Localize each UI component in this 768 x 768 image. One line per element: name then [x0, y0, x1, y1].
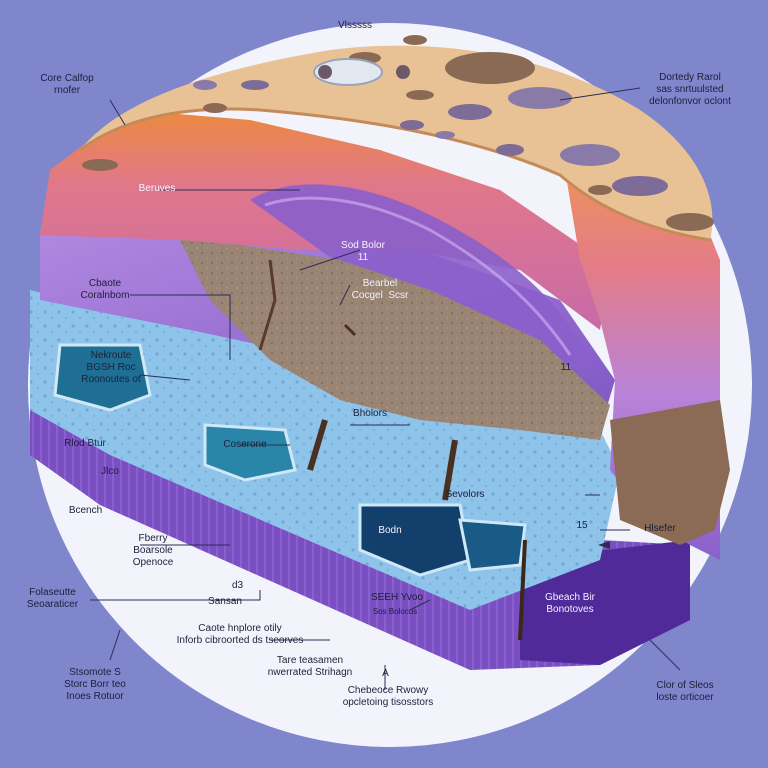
label-d3: d3	[231, 580, 244, 591]
water-chamber-3	[358, 503, 472, 577]
water-chamber-1	[53, 343, 152, 412]
label-gbeach-bir: Gbeach Bir Bonotoves	[544, 592, 596, 615]
label-sansan: Sansan	[208, 596, 242, 607]
label-fberry: Fberry Boarsole Openoce	[132, 533, 174, 568]
label-tare-teasamen: Tare teasamen nwerrated Strihagn	[267, 655, 353, 678]
label-jlco: Jlco	[101, 466, 119, 477]
label-seeh-sub: Sos Bolocus	[372, 607, 418, 616]
label-bodn: Bodn	[378, 525, 402, 536]
label-stsomote: Stsomote S Storc Borr teo Inoes Rotuor	[64, 667, 126, 702]
label-cbaote: Cbaote Coralnbom	[80, 278, 130, 301]
label-beruves: Beruves	[138, 183, 176, 194]
label-top: Vlsssss	[338, 20, 372, 31]
label-nekroute: Nekroute BGSH Roc Roonoutes ot	[81, 350, 141, 385]
water-chamber-2	[203, 423, 297, 482]
label-caote-nplore: Caote hnplore otily Inforb cibroorted ds…	[176, 623, 304, 646]
label-bholors: Bholors	[353, 408, 387, 419]
label-sod-bolor: Sod Bolor 11	[341, 240, 385, 263]
label-sevolors: Sevolors	[445, 489, 485, 500]
label-sub-15: 15	[576, 520, 588, 531]
label-bcench: Bcench	[68, 505, 103, 516]
label-top-left: Core Calfop rnofer	[40, 73, 94, 96]
label-chebeoce: Chebeoce Rwowy opcletoing tisosstors	[342, 685, 434, 708]
label-hlsefer: Hlsefer	[644, 523, 676, 534]
label-top-right: Dortedy Rarol sas snrtuulsted delonfonvo…	[649, 72, 731, 107]
water-chamber-4	[458, 518, 527, 572]
label-a: A	[382, 668, 389, 679]
label-folaseute: Folaseutte Seoaraticer	[26, 587, 79, 610]
label-bearbel: Bearbel Cocgel Scsr	[351, 278, 409, 301]
label-hole-11: 11	[560, 362, 572, 373]
label-coserone: Coserone	[223, 439, 267, 450]
label-seeh-yvoo: SEEH Yvoo	[370, 592, 424, 603]
label-clor-sleos: Clor of Sleos loste orticoer	[656, 680, 714, 703]
rock	[445, 52, 535, 84]
label-rlod-btur: Rlod Btur	[64, 438, 106, 449]
